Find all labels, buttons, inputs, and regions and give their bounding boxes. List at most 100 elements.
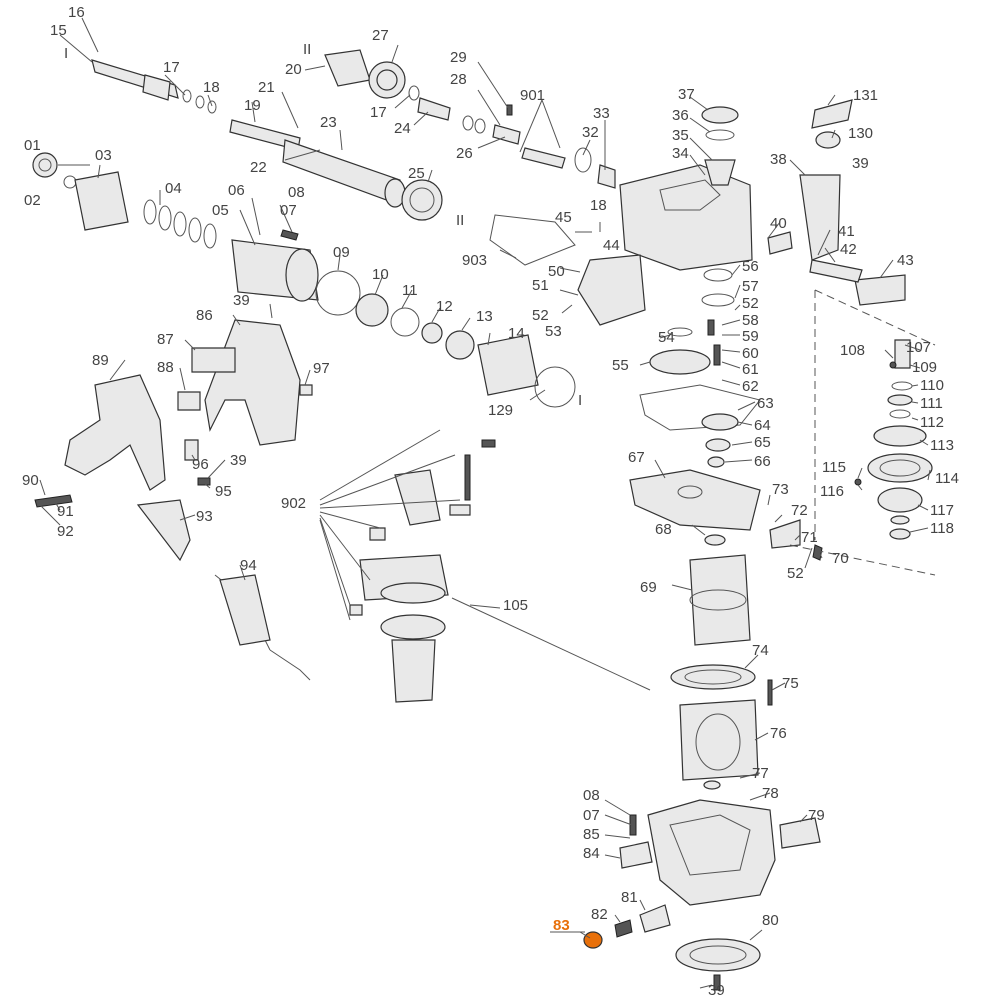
- part-label: 03: [95, 147, 112, 164]
- part-label: 64: [754, 417, 771, 434]
- gearbox-housing: [489, 99, 906, 561]
- part-label: 32: [582, 124, 599, 141]
- roman-mark: II: [303, 41, 311, 58]
- motor-assembly: [670, 554, 773, 790]
- part-label: 39: [233, 292, 250, 309]
- part-label: 72: [791, 502, 808, 519]
- part-label: 05: [212, 202, 229, 219]
- part-label: 93: [196, 508, 213, 525]
- roman-mark: I: [578, 392, 582, 409]
- part-label: 53: [545, 323, 562, 340]
- part-label: 92: [57, 523, 74, 540]
- part-label: 88: [157, 359, 174, 376]
- part-label: 42: [840, 241, 857, 258]
- part-label: 113: [930, 437, 954, 454]
- part-label: 85: [583, 826, 600, 843]
- part-label: 59: [742, 328, 759, 345]
- clutch-detail: [789, 289, 936, 576]
- part-label: 110: [920, 377, 944, 394]
- part-label: 67: [628, 449, 645, 466]
- part-label: 16: [68, 4, 85, 21]
- part-label: 115: [822, 459, 846, 476]
- part-label: 111: [920, 395, 943, 412]
- part-label: 91: [57, 503, 74, 520]
- part-label: 37: [678, 86, 695, 103]
- part-label: 74: [752, 642, 769, 659]
- part-label: 65: [754, 434, 771, 451]
- part-label: 02: [24, 192, 41, 209]
- roman-mark: II: [456, 212, 464, 229]
- part-label: 24: [394, 120, 411, 137]
- part-label: 62: [742, 378, 759, 395]
- part-label: 39: [230, 452, 247, 469]
- part-label: 902: [281, 495, 306, 512]
- part-label: 131: [853, 87, 878, 104]
- part-label: 21: [258, 79, 275, 96]
- part-label: 41: [838, 223, 855, 240]
- part-label: 13: [476, 308, 493, 325]
- part-label: 68: [655, 521, 672, 538]
- part-label: 87: [157, 331, 174, 348]
- part-label: 76: [770, 725, 787, 742]
- part-label: 38: [770, 151, 787, 168]
- roman-mark: I: [64, 45, 68, 62]
- part-label: 94: [240, 557, 257, 574]
- part-label: 903: [462, 252, 487, 269]
- rear-handle: [34, 319, 313, 681]
- part-label: 28: [450, 71, 467, 88]
- part-label: 96: [192, 456, 209, 473]
- part-label: 27: [372, 27, 389, 44]
- part-label: 70: [832, 550, 849, 567]
- part-label: 69: [640, 579, 657, 596]
- gearbox-parts: [32, 152, 576, 408]
- motor-housing: [583, 799, 821, 991]
- roman-marks: I II II I: [64, 41, 582, 409]
- part-label: 09: [333, 244, 350, 261]
- part-label: 50: [548, 263, 565, 280]
- part-label: 19: [244, 97, 261, 114]
- part-label: 78: [762, 785, 779, 802]
- part-labels: 16 15 17 18 19 21 22 23 27 20 17 24 29 2…: [22, 4, 959, 999]
- part-label: 73: [772, 481, 789, 498]
- part-label: 43: [897, 252, 914, 269]
- part-label: 109: [912, 359, 937, 376]
- part-label: 45: [555, 209, 572, 226]
- part-label: 12: [436, 298, 453, 315]
- part-label: 108: [840, 342, 865, 359]
- part-label: 114: [935, 470, 959, 487]
- part-label: 15: [50, 22, 67, 39]
- side-handle: [349, 439, 651, 703]
- part-label: 23: [320, 114, 337, 131]
- part-label: 07: [583, 807, 600, 824]
- part-label: 117: [930, 502, 954, 519]
- part-label: 54: [658, 329, 675, 346]
- leader-lines: [39, 17, 931, 989]
- part-label: 39: [708, 982, 725, 999]
- part-label: 07: [280, 202, 297, 219]
- part-label: 77: [752, 765, 769, 782]
- part-label: 90: [22, 472, 39, 489]
- part-label: 44: [603, 237, 620, 254]
- part-label: 116: [820, 483, 844, 500]
- part-label: 34: [672, 145, 689, 162]
- part-label: 66: [754, 453, 771, 470]
- part-label: 51: [532, 277, 549, 294]
- part-label: 56: [742, 258, 759, 275]
- part-label: 14: [508, 325, 525, 342]
- part-label: 08: [583, 787, 600, 804]
- part-label: 130: [848, 125, 873, 142]
- part-label: 25: [408, 165, 425, 182]
- part-label: 63: [757, 395, 774, 412]
- part-label: 89: [92, 352, 109, 369]
- part-label: 10: [372, 266, 389, 283]
- part-label: 118: [930, 520, 954, 537]
- part-label: 97: [313, 360, 330, 377]
- part-label: 39: [852, 155, 869, 172]
- part-label: 79: [808, 807, 825, 824]
- part-label: 22: [250, 159, 267, 176]
- part-label: 95: [215, 483, 232, 500]
- part-label: 35: [672, 127, 689, 144]
- part-label: 86: [196, 307, 213, 324]
- part-label: 26: [456, 145, 473, 162]
